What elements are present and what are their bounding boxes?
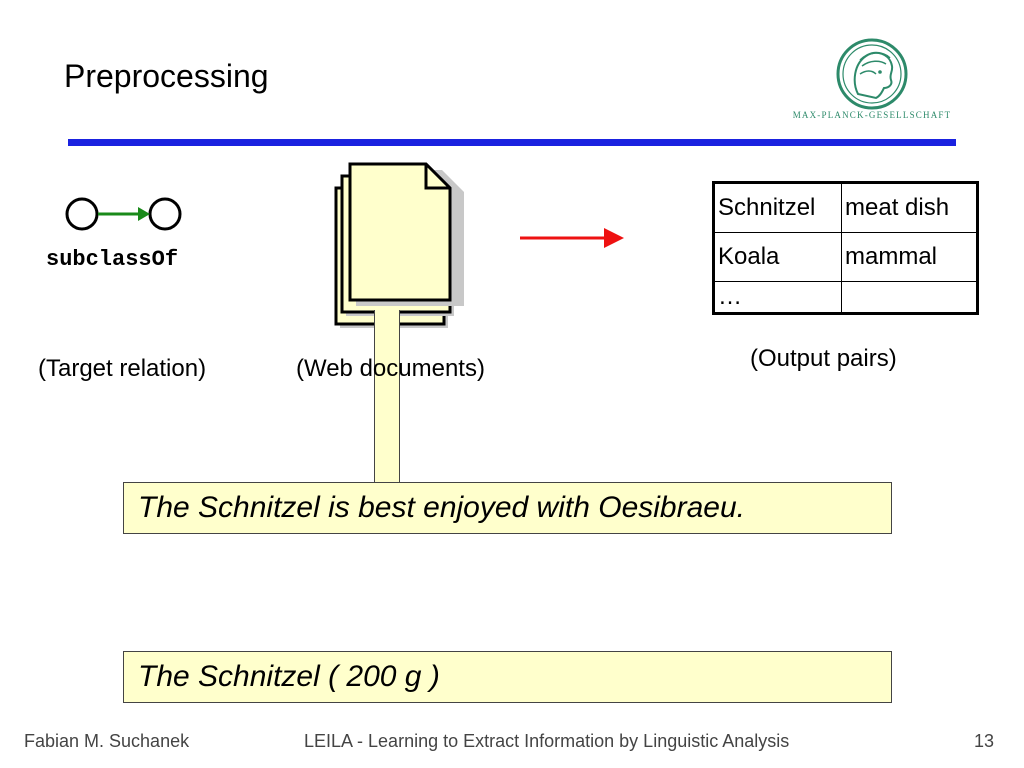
table-cell: Schnitzel xyxy=(713,182,842,233)
max-planck-logo: MAX-PLANCK-GESELLSCHAFT xyxy=(772,30,972,134)
table-cell: meat dish xyxy=(841,182,978,233)
slide-title: Preprocessing xyxy=(64,58,269,94)
table-row: … xyxy=(713,281,978,314)
minerva-head-icon xyxy=(836,38,908,110)
footer-talk-title: LEILA - Learning to Extract Information … xyxy=(304,731,790,751)
table-cell xyxy=(841,281,978,314)
table-cell: mammal xyxy=(841,232,978,282)
raw-sentence-box: The Schnitzel is best enjoyed with Oesib… xyxy=(123,482,892,534)
title-underline xyxy=(68,139,956,146)
web-documents-caption: (Web documents) xyxy=(296,355,485,382)
target-relation-caption: (Target relation) xyxy=(38,355,207,382)
page-number: 13 xyxy=(974,731,995,751)
target-node xyxy=(148,197,182,231)
footer-author: Fabian M. Suchanek xyxy=(24,731,190,751)
logo-text: MAX-PLANCK-GESELLSCHAFT xyxy=(792,110,952,120)
stacked-documents-icon xyxy=(334,162,464,328)
table-row: Koala mammal xyxy=(713,232,978,282)
table-cell: Koala xyxy=(713,232,842,282)
output-pairs-caption: (Output pairs) xyxy=(750,345,897,372)
document-stem xyxy=(374,310,400,485)
relation-label: subclassOf xyxy=(46,247,179,272)
tokenized-sentence-box: The Schnitzel ( 200 g ) xyxy=(123,651,892,703)
output-pairs-table: Schnitzel meat dish Koala mammal … xyxy=(712,181,979,315)
relation-arrowhead-icon xyxy=(138,207,150,221)
source-node xyxy=(65,197,99,231)
table-cell: … xyxy=(713,281,842,314)
relation-graph-icon xyxy=(65,197,182,231)
right-arrow-icon xyxy=(520,228,624,248)
table-row: Schnitzel meat dish xyxy=(713,182,978,233)
